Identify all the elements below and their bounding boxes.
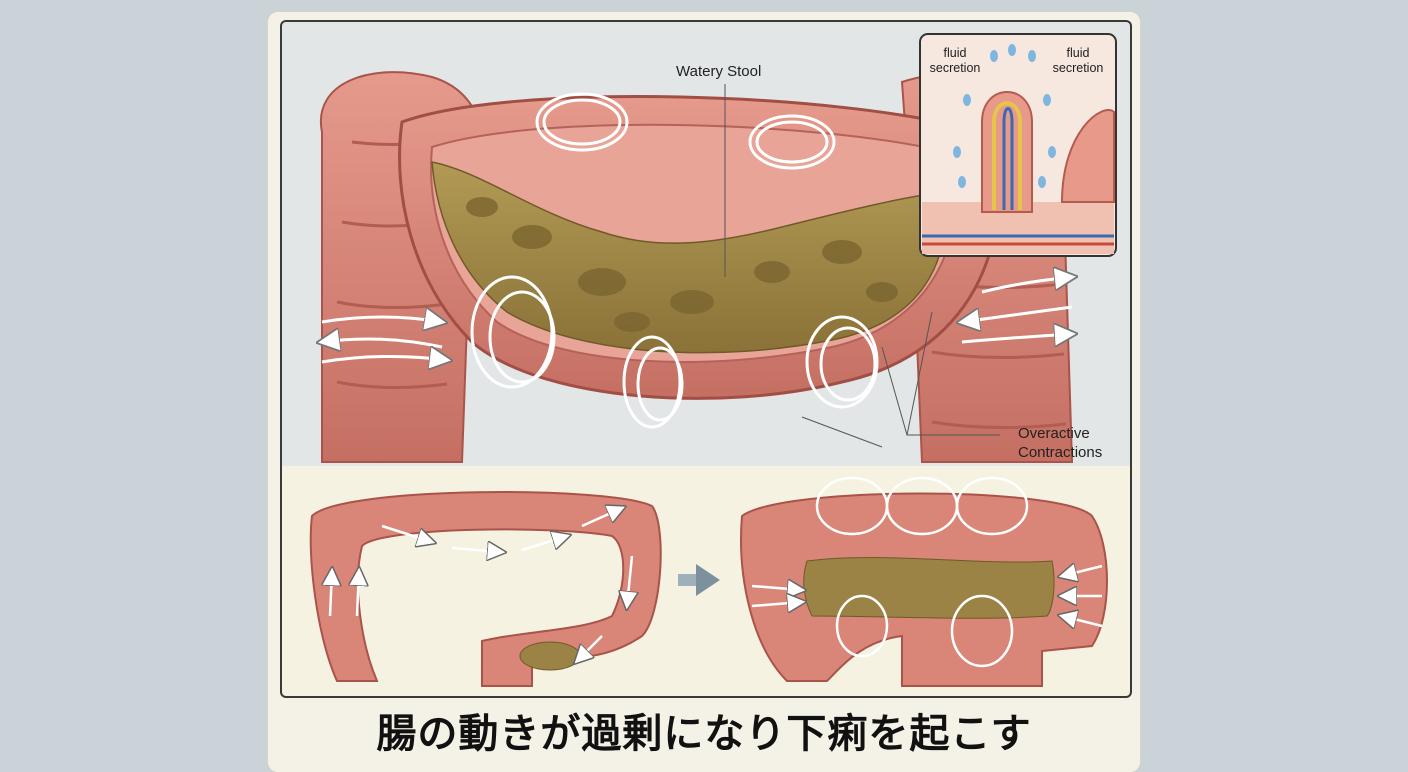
caption-title: 腸の動きが過剰になり下痢を起こす xyxy=(376,711,1032,757)
bottom-panel-comparison xyxy=(280,466,1132,698)
comparison-illustration xyxy=(309,476,1108,687)
overactive-contractions-label-line1: Overactive xyxy=(1018,425,1090,442)
colon-cutaway-illustration xyxy=(282,33,1117,463)
fluid-secretion-label-left: fluid secretion xyxy=(929,46,981,75)
normal-colon xyxy=(309,491,662,687)
fluid-secretion-label-right: fluid secretion xyxy=(1052,46,1104,75)
fluid-secretion-inset xyxy=(919,33,1117,257)
left-contraction-arrows xyxy=(322,317,447,362)
right-arrow-icon xyxy=(678,564,720,596)
top-panel-colon-cutaway: Watery Stool Overactive Contractions flu… xyxy=(280,20,1132,470)
watery-stool-label: Watery Stool xyxy=(676,63,762,80)
overactive-contractions-label-line2: Contractions xyxy=(1018,444,1103,461)
overactive-colon xyxy=(740,476,1108,687)
droplet-icon xyxy=(953,44,1056,188)
right-contraction-arrows xyxy=(962,277,1072,342)
contractions-leader-lines xyxy=(801,311,1000,448)
contraction-rings xyxy=(470,92,879,429)
